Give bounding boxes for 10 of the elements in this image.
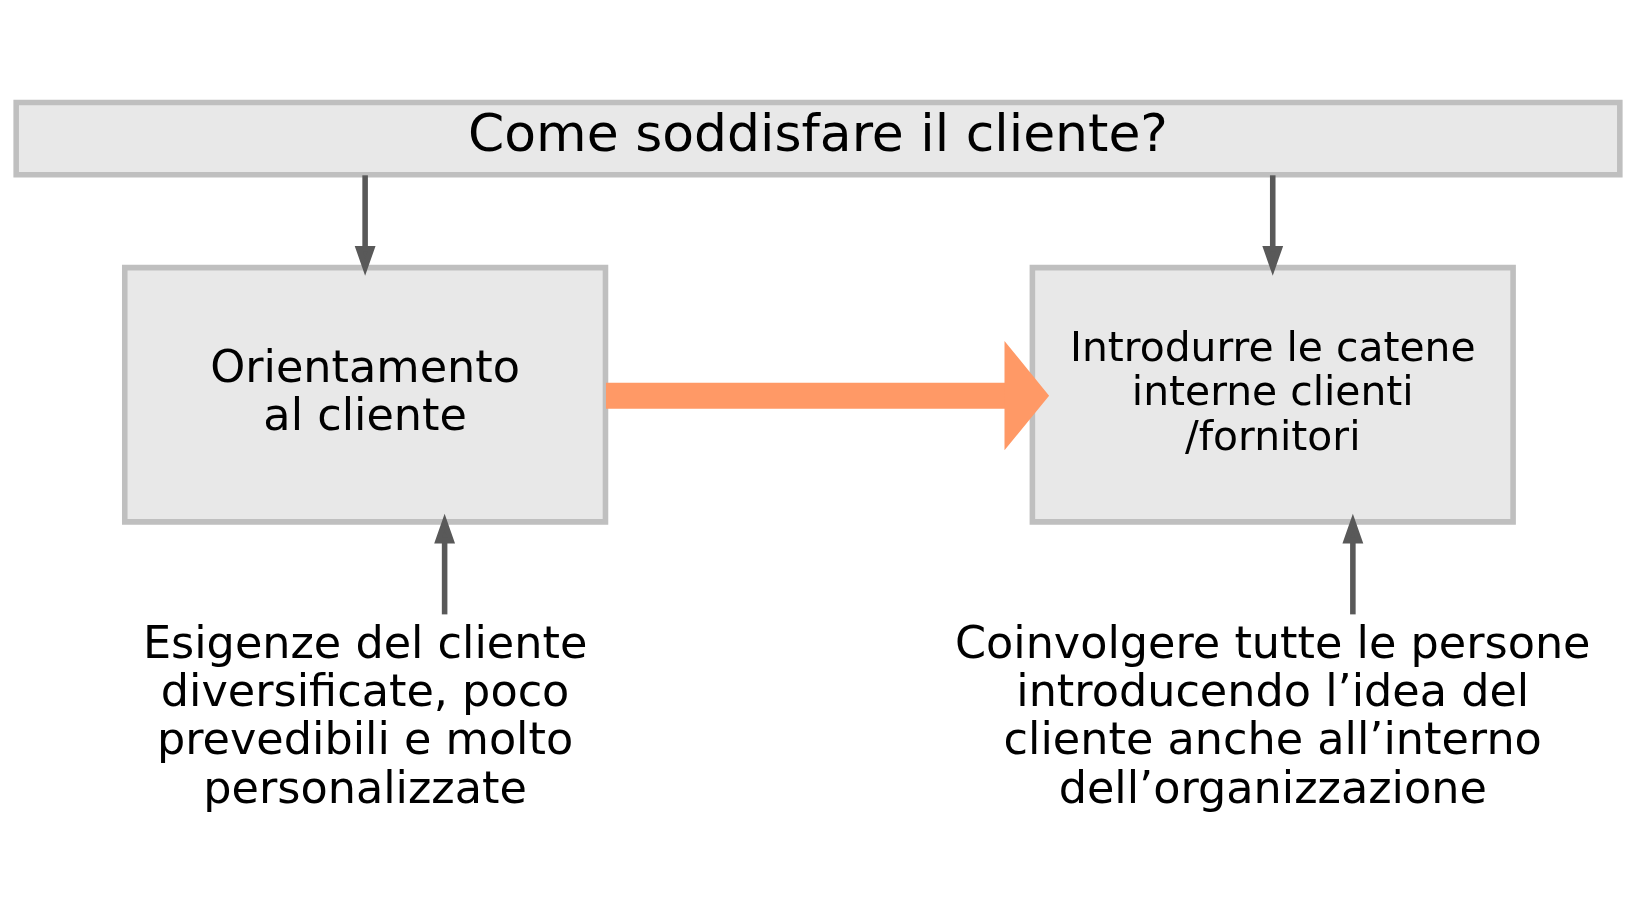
node-box: Come soddisfare il cliente? xyxy=(13,99,1623,178)
node-box: Introdurre le catene interne clienti /fornitori xyxy=(1029,264,1516,525)
node-text: Coinvolgere tutte le persone introducendo l’idea del cliente anche all’interno dell’organizzazione xyxy=(954,616,1591,814)
node-text: Esigenze del cliente diversificate, poco prevedibili e molto personalizzate xyxy=(142,616,588,814)
arrow xyxy=(434,513,456,614)
arrow xyxy=(1342,513,1364,614)
arrow xyxy=(1262,174,1284,276)
arrow xyxy=(605,340,1050,450)
node-box: Orientamento al cliente xyxy=(121,264,609,525)
arrow xyxy=(354,174,376,276)
